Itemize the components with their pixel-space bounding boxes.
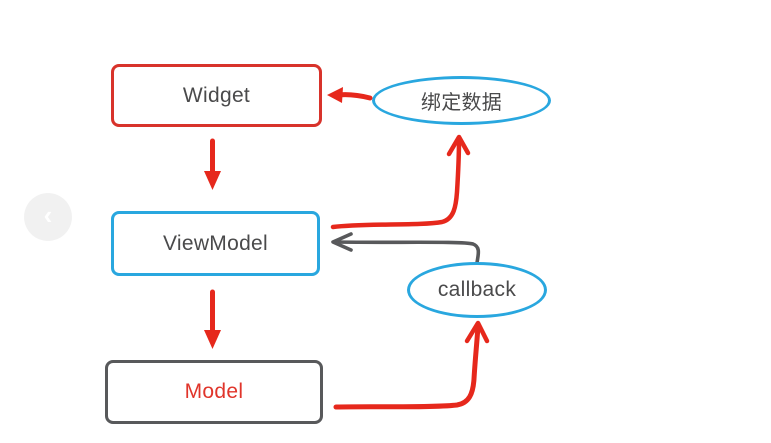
arrow-viewmodel-to-binddata xyxy=(330,134,471,230)
node-model[interactable]: Model xyxy=(105,360,323,424)
node-callback[interactable]: callback xyxy=(407,262,547,318)
node-viewmodel[interactable]: ViewModel xyxy=(111,211,320,276)
node-viewmodel-label: ViewModel xyxy=(162,231,269,255)
arrow-callback-to-viewmodel xyxy=(331,232,481,265)
previous-slide-button[interactable]: ‹ xyxy=(24,193,72,241)
node-widget-label: Widget xyxy=(182,83,251,107)
node-callback-label: callback xyxy=(437,278,517,301)
arrow-viewmodel-to-model xyxy=(204,289,221,349)
chevron-left-icon: ‹ xyxy=(43,199,53,230)
arrow-binddata-to-widget xyxy=(327,87,373,103)
arrow-widget-to-viewmodel xyxy=(204,138,221,190)
arrow-model-to-callback xyxy=(333,320,490,410)
node-model-label: Model xyxy=(184,380,244,403)
node-bind-data[interactable]: 绑定数据 xyxy=(372,76,551,125)
node-widget[interactable]: Widget xyxy=(111,64,322,127)
node-bind-data-label: 绑定数据 xyxy=(420,92,503,114)
